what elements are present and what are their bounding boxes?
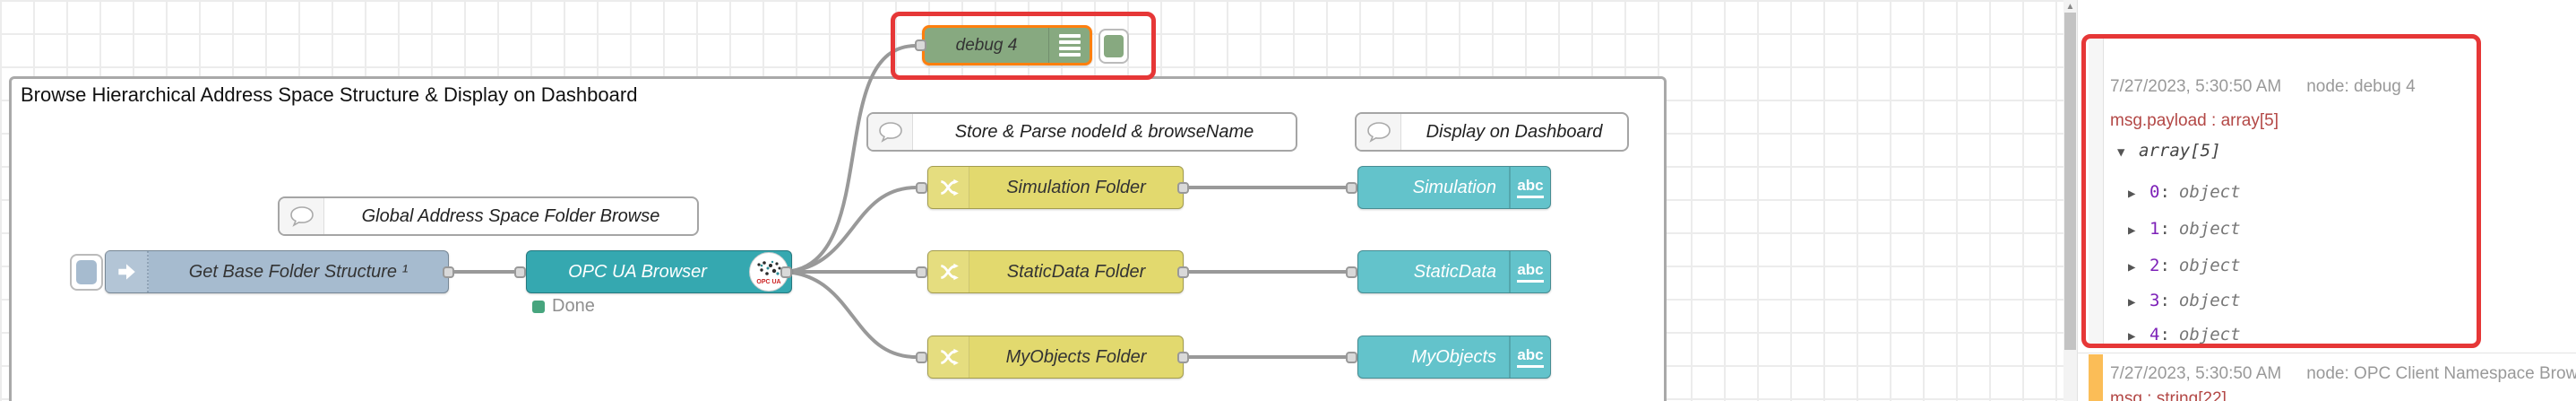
inject-arrow-icon bbox=[106, 251, 149, 292]
ui-input-port[interactable] bbox=[1346, 352, 1357, 363]
ui-input-port[interactable] bbox=[1346, 182, 1357, 194]
ui-text-node-simulation[interactable]: Simulation abc bbox=[1357, 166, 1551, 209]
change-output-port[interactable] bbox=[1177, 266, 1189, 278]
debug-message-node: node: debug 4 bbox=[2306, 77, 2416, 96]
debug-list-icon bbox=[1048, 28, 1090, 63]
debug-message-timestamp: 7/27/2023, 5:30:50 AM bbox=[2110, 364, 2282, 383]
scrollbar-thumb[interactable] bbox=[2064, 13, 2076, 350]
debug-message-property: msg.payload : array[5] bbox=[2110, 111, 2279, 130]
change-input-port[interactable] bbox=[916, 352, 927, 363]
canvas-vertical-scrollbar[interactable]: ▲ bbox=[2063, 0, 2077, 401]
caret-closed-icon[interactable]: ▶ bbox=[2128, 329, 2136, 344]
change-node-label: StaticData Folder bbox=[1006, 261, 1146, 282]
text-format-abc-icon: abc bbox=[1509, 336, 1550, 378]
comment-label: Store & Parse nodeId & browseName bbox=[954, 121, 1254, 142]
change-input-port[interactable] bbox=[916, 266, 927, 278]
change-node-label: Simulation Folder bbox=[1006, 177, 1146, 197]
ui-input-port[interactable] bbox=[1346, 266, 1357, 278]
comment-bubble-icon bbox=[280, 198, 324, 234]
debug-message-timestamp: 7/27/2023, 5:30:50 AM bbox=[2110, 77, 2282, 96]
debug-tree-item[interactable]: ▶1:object bbox=[2128, 219, 2241, 239]
comment-label: Display on Dashboard bbox=[1426, 121, 1603, 142]
scrollbar-up-arrow-icon[interactable]: ▲ bbox=[2065, 2, 2075, 12]
debug-enable-toggle[interactable] bbox=[1098, 29, 1129, 64]
ui-text-node-staticdata[interactable]: StaticData abc bbox=[1357, 250, 1551, 293]
debug-message-meta: 7/27/2023, 5:30:50 AM node: debug 4 bbox=[2110, 77, 2416, 97]
caret-closed-icon[interactable]: ▶ bbox=[2128, 260, 2136, 275]
change-node-simulation-folder[interactable]: Simulation Folder bbox=[927, 166, 1184, 209]
opc-ua-logo-text: OPC UA bbox=[756, 278, 781, 285]
debug-toggle-face bbox=[1104, 35, 1124, 57]
status-dot-icon bbox=[532, 300, 545, 313]
debug-message-divider-line bbox=[2103, 38, 2104, 346]
debug-tree-item[interactable]: ▶0:object bbox=[2128, 182, 2241, 202]
text-format-abc-icon: abc bbox=[1509, 251, 1550, 292]
debug-message-accent-orange bbox=[2089, 354, 2103, 401]
wire-opc-to-simulation-folder[interactable] bbox=[784, 186, 918, 274]
shuffle-icon bbox=[928, 251, 969, 292]
comment-bubble-icon bbox=[868, 114, 913, 150]
comment-node-global-browse[interactable]: Global Address Space Folder Browse bbox=[278, 196, 699, 236]
inject-output-port[interactable] bbox=[443, 266, 454, 278]
change-node-staticdata-folder[interactable]: StaticData Folder bbox=[927, 250, 1184, 293]
opc-output-port[interactable] bbox=[780, 266, 792, 278]
ui-node-label: Simulation bbox=[1412, 177, 1496, 197]
shuffle-icon bbox=[928, 167, 969, 208]
debug-message-meta: 7/27/2023, 5:30:50 AM node: OPC Client Na… bbox=[2110, 364, 2576, 384]
debug-sidebar-panel: 7/27/2023, 5:30:50 AM node: debug 4 msg.p… bbox=[2077, 0, 2576, 401]
comment-label: Global Address Space Folder Browse bbox=[361, 205, 660, 226]
inject-node-label: Get Base Folder Structure ¹ bbox=[188, 261, 409, 282]
caret-closed-icon[interactable]: ▶ bbox=[2128, 295, 2136, 309]
caret-closed-icon[interactable]: ▶ bbox=[2128, 223, 2136, 238]
debug-message-node: node: OPC Client Namespace Brows bbox=[2306, 364, 2576, 383]
change-node-label: MyObjects Folder bbox=[1005, 346, 1147, 367]
wire-opc-to-myobjects-folder[interactable] bbox=[784, 270, 918, 359]
inject-trigger-button[interactable] bbox=[70, 254, 103, 291]
change-input-port[interactable] bbox=[916, 182, 927, 194]
debug-node[interactable]: debug 4 bbox=[922, 25, 1092, 65]
change-output-port[interactable] bbox=[1177, 352, 1189, 363]
caret-open-icon[interactable]: ▼ bbox=[2117, 145, 2125, 160]
status-text: Done bbox=[552, 296, 595, 316]
debug-tree-item[interactable]: ▶3:object bbox=[2128, 291, 2241, 310]
debug-message-property: msg : string[22] bbox=[2110, 389, 2227, 401]
comment-bubble-icon bbox=[1357, 114, 1401, 150]
debug-tree-item[interactable]: ▶4:object bbox=[2128, 325, 2241, 344]
change-node-myobjects-folder[interactable]: MyObjects Folder bbox=[927, 336, 1184, 379]
ui-node-label: MyObjects bbox=[1411, 346, 1496, 367]
change-output-port[interactable] bbox=[1177, 182, 1189, 194]
inject-node[interactable]: Get Base Folder Structure ¹ bbox=[105, 250, 449, 293]
ui-node-label: StaticData bbox=[1413, 261, 1496, 282]
opc-ua-browser-node[interactable]: OPC UA Browser OPC UA bbox=[526, 250, 792, 293]
comment-node-display-dashboard[interactable]: Display on Dashboard bbox=[1355, 112, 1629, 152]
caret-closed-icon[interactable]: ▶ bbox=[2128, 187, 2136, 201]
shuffle-icon bbox=[928, 336, 969, 378]
debug-tree-root[interactable]: ▼array[5] bbox=[2117, 141, 2221, 161]
debug-input-port[interactable] bbox=[915, 39, 926, 51]
opc-input-port[interactable] bbox=[514, 266, 526, 278]
inject-button-face bbox=[76, 260, 97, 284]
debug-tree-item[interactable]: ▶2:object bbox=[2128, 256, 2241, 275]
debug-node-label: debug 4 bbox=[955, 35, 1018, 55]
wires-layer bbox=[446, 44, 1348, 359]
group-label: Browse Hierarchical Address Space Struct… bbox=[21, 83, 638, 106]
opc-node-status: Done bbox=[532, 296, 595, 317]
wire-opc-to-debug[interactable] bbox=[784, 44, 918, 274]
ui-text-node-myobjects[interactable]: MyObjects abc bbox=[1357, 336, 1551, 379]
flow-canvas[interactable]: Browse Hierarchical Address Space Struct… bbox=[0, 0, 2063, 401]
debug-message-accent bbox=[2089, 38, 2103, 346]
comment-node-store-parse[interactable]: Store & Parse nodeId & browseName bbox=[866, 112, 1297, 152]
opc-node-label: OPC UA Browser bbox=[568, 261, 707, 282]
text-format-abc-icon: abc bbox=[1509, 167, 1550, 208]
